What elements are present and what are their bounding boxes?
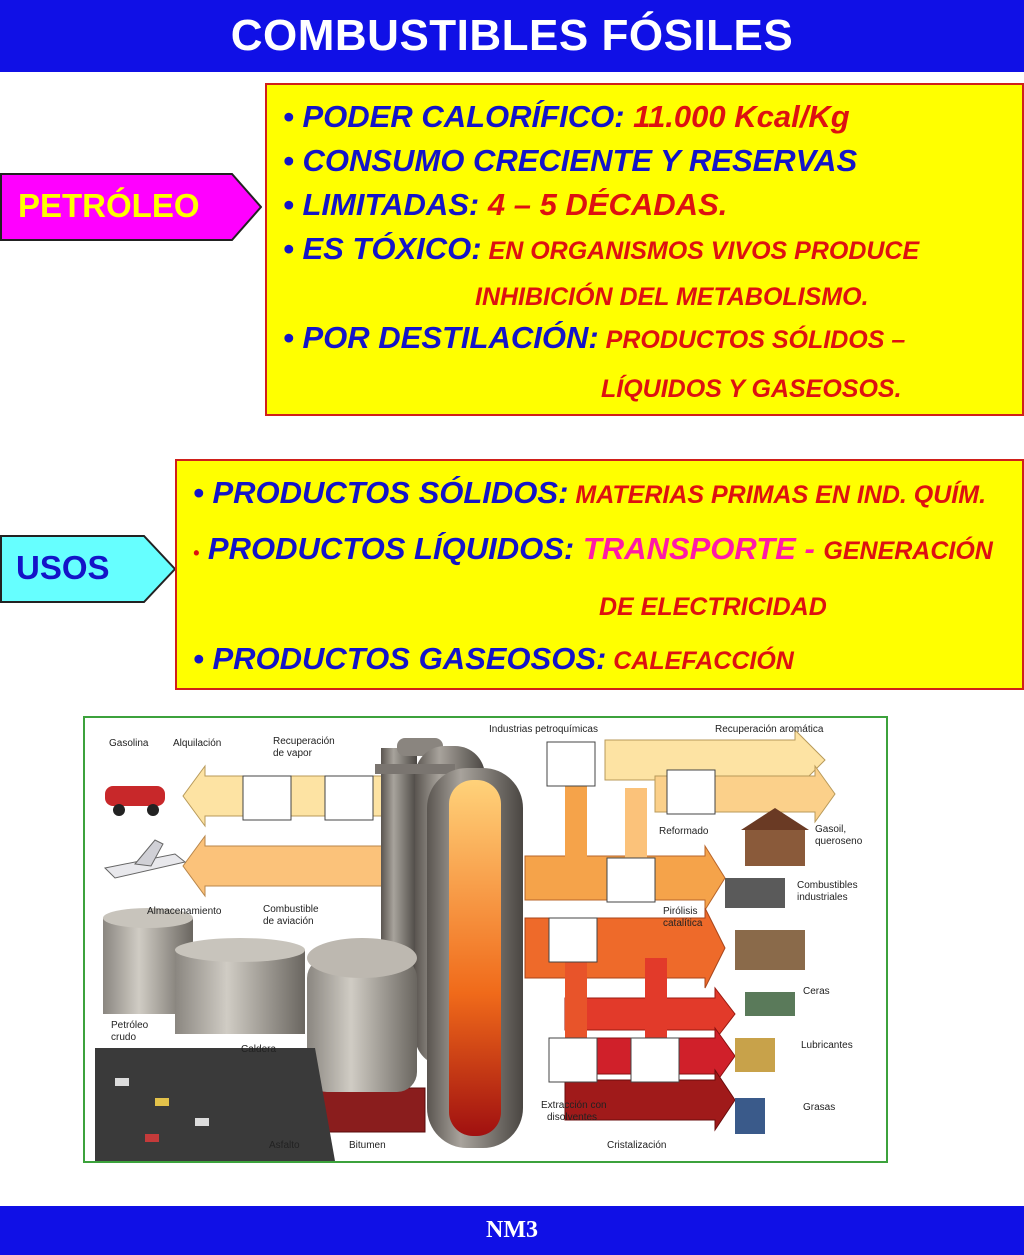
label-crudo-1: Petróleo [111, 1020, 149, 1031]
destilacion-label: • POR DESTILACIÓN: [283, 320, 599, 355]
refinery-illustration: Gasolina Alquilación Recuperación de vap… [95, 724, 863, 1161]
petroleo-line-5: INHIBICIÓN DEL METABOLISMO. [475, 275, 869, 317]
gaseosos-label: • PRODUCTOS GASEOSOS: [193, 641, 607, 676]
petroleo-line-1: • PODER CALORÍFICO: 11.000 Kcal/Kg [283, 97, 850, 137]
label-asfalto: Asfalto [269, 1140, 300, 1151]
toxico-value: EN ORGANISMOS VIVOS PRODUCE [481, 237, 920, 265]
label-extraccion-2: disolventes [547, 1112, 597, 1123]
label-ceras: Ceras [803, 986, 830, 997]
petroleo-line-3: • LIMITADAS: 4 – 5 DÉCADAS. [283, 185, 727, 225]
label-caldera: Caldera [241, 1044, 276, 1055]
toxico-value-cont: INHIBICIÓN DEL METABOLISMO. [475, 283, 869, 311]
toxico-label: • ES TÓXICO: [283, 231, 482, 266]
petroleo-tag: PETRÓLEO [0, 173, 262, 241]
label-aviacion-1: Combustible [263, 904, 319, 915]
destilacion-value-cont: LÍQUIDOS Y GASEOSOS. [601, 375, 902, 403]
label-petroquimicas: Industrias petroquímicas [489, 724, 598, 735]
label-industriales-2: industriales [797, 892, 848, 903]
usos-line-3: DE ELECTRICIDAD [599, 585, 827, 627]
refinery-diagram: Gasolina Alquilación Recuperación de vap… [83, 716, 888, 1163]
destilacion-value: PRODUCTOS SÓLIDOS – [598, 326, 906, 354]
petroleo-line-2: • CONSUMO CRECIENTE Y RESERVAS [283, 141, 857, 181]
label-industriales-1: Combustibles [797, 880, 858, 891]
calorific-value: 11.000 Kcal/Kg [624, 99, 850, 134]
label-almacenamiento: Almacenamiento [147, 906, 222, 917]
label-extraccion-1: Extracción con [541, 1100, 607, 1111]
label-reformado: Reformado [659, 826, 709, 837]
usos-info-box: • PRODUCTOS SÓLIDOS: MATERIAS PRIMAS EN … [175, 459, 1024, 690]
consumo-label: • CONSUMO CRECIENTE Y RESERVAS [283, 143, 858, 178]
petroleo-line-7: LÍQUIDOS Y GASEOSOS. [601, 367, 902, 409]
usos-tag: USOS [0, 535, 176, 603]
liquidos-highlight: TRANSPORTE - [574, 531, 824, 566]
petroleo-tag-label: PETRÓLEO [18, 187, 200, 224]
usos-tag-label: USOS [16, 549, 110, 586]
petroleo-line-4: • ES TÓXICO: EN ORGANISMOS VIVOS PRODUCE [283, 229, 919, 271]
label-crudo-2: crudo [111, 1032, 136, 1043]
usos-line-4: • PRODUCTOS GASEOSOS: CALEFACCIÓN [193, 639, 794, 681]
label-lubricantes: Lubricantes [801, 1040, 853, 1051]
footer-label: NM3 [486, 1217, 538, 1243]
solidos-value: MATERIAS PRIMAS EN IND. QUÍM. [568, 481, 987, 509]
label-recuperacion-vapor-2: de vapor [273, 748, 313, 759]
usos-tag-shape [0, 535, 176, 603]
liquidos-bullet: • [193, 543, 200, 563]
label-aviacion-2: de aviación [263, 916, 314, 927]
label-cristalizacion: Cristalización [607, 1140, 666, 1151]
title-bar [0, 0, 1024, 72]
calorific-label: • PODER CALORÍFICO: [283, 99, 625, 134]
label-bitumen: Bitumen [349, 1140, 386, 1151]
usos-line-1: • PRODUCTOS SÓLIDOS: MATERIAS PRIMAS EN … [193, 473, 986, 515]
footer-bar [0, 1206, 1024, 1255]
label-pirolisis-2: catalítica [663, 918, 703, 929]
label-aromatica: Recuperación aromática [715, 724, 824, 735]
liquidos-value-cont: DE ELECTRICIDAD [599, 593, 827, 621]
solidos-label: • PRODUCTOS SÓLIDOS: [193, 475, 569, 510]
liquidos-value: GENERACIÓN [823, 537, 993, 565]
label-gasolina: Gasolina [109, 738, 149, 749]
label-pirolisis-1: Pirólisis [663, 906, 697, 917]
petroleo-info-box: • PODER CALORÍFICO: 11.000 Kcal/Kg • CON… [265, 83, 1024, 416]
label-alquilacion: Alquilación [173, 738, 221, 749]
petroleo-tag-shape [0, 173, 262, 241]
usos-line-2: • PRODUCTOS LÍQUIDOS: TRANSPORTE - GENER… [193, 529, 993, 573]
limitadas-value: 4 – 5 DÉCADAS. [479, 187, 728, 222]
page-title: COMBUSTIBLES FÓSILES [230, 11, 794, 60]
label-gasoil-1: Gasoil, [815, 824, 846, 835]
label-gasoil-2: queroseno [815, 836, 863, 847]
petroleo-line-6: • POR DESTILACIÓN: PRODUCTOS SÓLIDOS – [283, 318, 905, 360]
gaseosos-value: CALEFACCIÓN [606, 647, 794, 675]
label-grasas: Grasas [803, 1102, 835, 1113]
label-recuperacion-vapor-1: Recuperación [273, 736, 335, 747]
liquidos-label: PRODUCTOS LÍQUIDOS: [199, 531, 575, 566]
limitadas-label: • LIMITADAS: [283, 187, 480, 222]
